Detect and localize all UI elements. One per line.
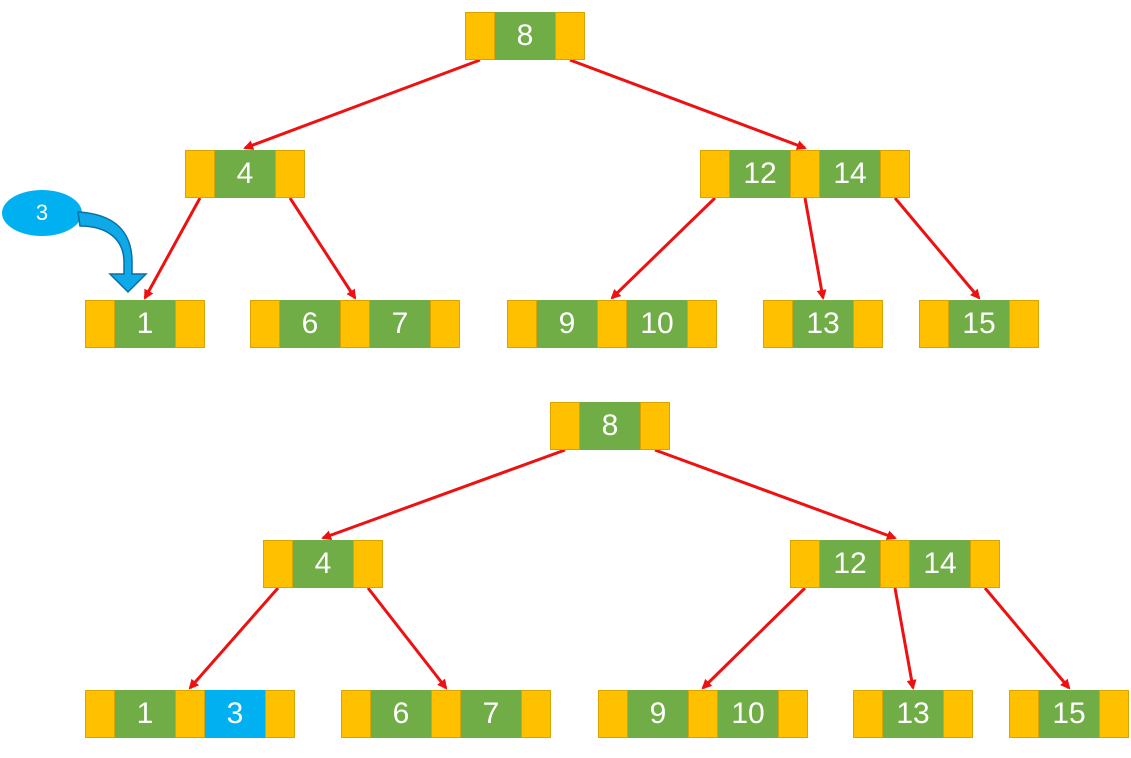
node-key: 12 — [730, 150, 790, 198]
node-key: 9 — [628, 690, 688, 738]
pointer-slot — [1099, 690, 1129, 738]
tree-edge-arrow — [983, 587, 1071, 690]
pointer-slot — [700, 150, 730, 198]
node-key: 8 — [495, 12, 555, 60]
pointer-slot — [507, 300, 537, 348]
pointer-slot — [763, 300, 793, 348]
pointer-slot — [640, 402, 670, 450]
pointer-slot — [1009, 300, 1039, 348]
tree-edge-arrow — [610, 196, 717, 300]
pointer-slot — [778, 690, 808, 738]
node-key: 8 — [580, 402, 640, 450]
pointer-slot — [175, 300, 205, 348]
pointer-slot — [853, 690, 883, 738]
pointer-slot — [521, 690, 551, 738]
tree-edge-arrow — [893, 587, 917, 690]
tree-edge-arrow — [803, 197, 827, 300]
btree-node: 8 — [465, 12, 585, 60]
pointer-slot — [185, 150, 215, 198]
pointer-slot — [919, 300, 949, 348]
btree-node: 1 — [85, 300, 205, 348]
pointer-slot — [265, 690, 295, 738]
tree-edge-arrow — [143, 197, 202, 300]
pointer-slot — [85, 300, 115, 348]
node-key: 6 — [280, 300, 340, 348]
pointer-slot — [431, 690, 461, 738]
pointer-slot — [250, 300, 280, 348]
btree-node: 4 — [185, 150, 305, 198]
btree-node: 15 — [1009, 690, 1129, 738]
pointer-slot — [275, 150, 305, 198]
tree-edge-arrow — [701, 586, 807, 690]
pointer-slot — [430, 300, 460, 348]
node-key: 7 — [370, 300, 430, 348]
tree-edge-arrow — [654, 448, 897, 540]
node-key: 1 — [115, 300, 175, 348]
pointer-slot — [687, 300, 717, 348]
pointer-slot — [263, 540, 293, 588]
tree-edge-arrow — [569, 58, 807, 150]
pointer-slot — [943, 690, 973, 738]
btree-node: 13 — [853, 690, 973, 738]
pointer-slot — [85, 690, 115, 738]
pointer-slot — [555, 12, 585, 60]
node-key: 15 — [949, 300, 1009, 348]
pointer-slot — [880, 150, 910, 198]
pointer-slot — [790, 150, 820, 198]
node-key: 4 — [215, 150, 275, 198]
node-key: 1 — [115, 690, 175, 738]
tree-edge-arrow — [321, 448, 566, 540]
node-key: 10 — [718, 690, 778, 738]
btree-node: 4 — [263, 540, 383, 588]
btree-node: 15 — [919, 300, 1039, 348]
pointer-slot — [688, 690, 718, 738]
pointer-slot — [341, 690, 371, 738]
node-key: 6 — [371, 690, 431, 738]
node-key: 14 — [820, 150, 880, 198]
btree-node: 13 — [763, 300, 883, 348]
pointer-slot — [1009, 690, 1039, 738]
node-key: 9 — [537, 300, 597, 348]
btree-node: 12 14 — [700, 150, 910, 198]
tree-edge-arrow — [188, 587, 280, 690]
pointer-slot — [880, 540, 910, 588]
pointer-slot — [790, 540, 820, 588]
tree-edge-arrow — [893, 197, 981, 300]
tree-edge-arrow — [366, 587, 448, 690]
node-key: 14 — [910, 540, 970, 588]
node-key: 13 — [883, 690, 943, 738]
pointer-slot — [598, 690, 628, 738]
tree-edge-arrow — [288, 197, 357, 300]
insert-key-bubble: 3 — [2, 190, 82, 236]
pointer-slot — [175, 690, 205, 738]
btree-node: 8 — [550, 402, 670, 450]
inserted-key: 3 — [205, 690, 265, 738]
pointer-slot — [340, 300, 370, 348]
node-key: 4 — [293, 540, 353, 588]
pointer-slot — [597, 300, 627, 348]
pointer-slot — [465, 12, 495, 60]
btree-node: 9 10 — [598, 690, 808, 738]
btree-node: 9 10 — [507, 300, 717, 348]
pointer-slot — [853, 300, 883, 348]
btree-node: 12 14 — [790, 540, 1000, 588]
node-key: 15 — [1039, 690, 1099, 738]
node-key: 13 — [793, 300, 853, 348]
insert-key-label: 3 — [35, 200, 49, 225]
node-key: 7 — [461, 690, 521, 738]
node-key: 10 — [627, 300, 687, 348]
pointer-slot — [353, 540, 383, 588]
pointer-slot — [970, 540, 1000, 588]
tree-edge-arrow — [243, 58, 481, 150]
node-key: 12 — [820, 540, 880, 588]
pointer-slot — [550, 402, 580, 450]
